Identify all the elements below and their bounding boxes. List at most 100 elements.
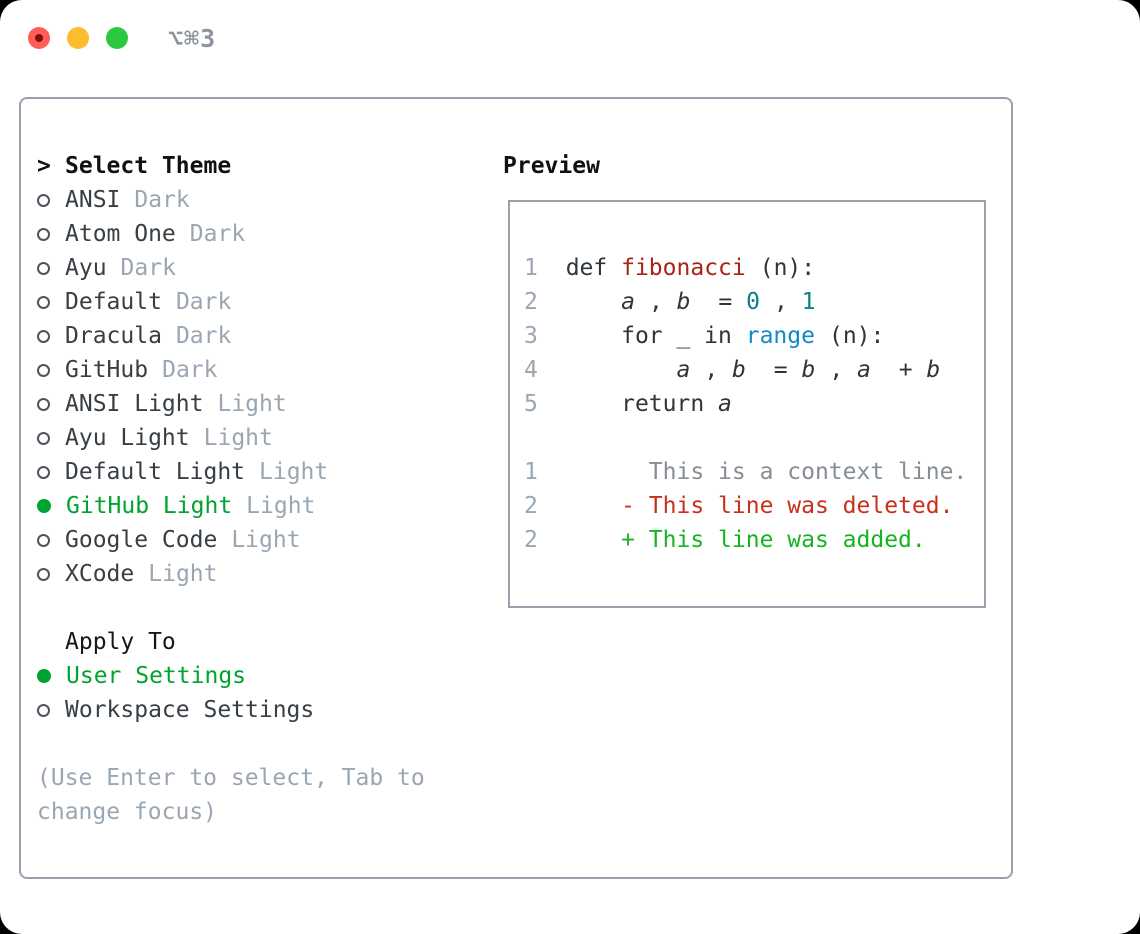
theme-option[interactable]: Default Dark: [37, 285, 328, 319]
theme-option[interactable]: Ayu Dark: [37, 251, 328, 285]
minimize-button[interactable]: [67, 27, 89, 49]
apply-to-header: Apply To: [65, 629, 176, 655]
theme-name: Google Code: [65, 527, 218, 553]
added-text: + This line was added.: [621, 527, 926, 553]
theme-option[interactable]: GitHub Light Light: [37, 489, 328, 523]
theme-name: Dracula: [65, 323, 162, 349]
cursor-icon: >: [37, 153, 51, 179]
code-text: +: [884, 357, 927, 383]
theme-name: Ayu: [65, 255, 107, 281]
code-text: ,: [773, 289, 802, 315]
line-number: 2: [524, 289, 538, 315]
theme-name: Default Light: [65, 459, 246, 485]
line-number: 4: [524, 357, 538, 383]
code-line: 1 This is a context line.: [524, 455, 984, 489]
theme-variant: Dark: [175, 323, 232, 349]
code-line: 2 + This line was added.: [524, 523, 984, 557]
radio-icon: [37, 703, 50, 717]
apply-option[interactable]: User Settings: [37, 659, 314, 693]
theme-name: Atom One: [65, 221, 176, 247]
code-text: ,: [704, 357, 733, 383]
theme-name: Default: [65, 289, 162, 315]
deleted-text: - This line was deleted.: [621, 493, 954, 519]
code-text: (n):: [828, 323, 885, 349]
variable: a: [857, 357, 871, 383]
radio-selected-icon: [37, 669, 51, 683]
number-literal: 0: [746, 289, 760, 315]
theme-name: XCode: [65, 561, 135, 587]
code-text: for _ in: [551, 323, 746, 349]
theme-name: ANSI Light: [65, 391, 204, 417]
radio-icon: [37, 261, 50, 275]
theme-option[interactable]: Dracula Dark: [37, 319, 328, 353]
function-name: fibonacci: [621, 255, 746, 281]
apply-target-name: Workspace Settings: [65, 697, 315, 723]
radio-icon: [37, 227, 50, 241]
code-text: def: [551, 255, 622, 281]
theme-option[interactable]: XCode Light: [37, 557, 328, 591]
radio-icon: [37, 465, 50, 479]
window-title: ⌥⌘3: [168, 24, 217, 53]
radio-icon: [37, 363, 50, 377]
theme-variant: Light: [246, 493, 316, 519]
radio-icon: [37, 533, 50, 547]
theme-option[interactable]: ANSI Light Light: [37, 387, 328, 421]
zoom-button[interactable]: [106, 27, 128, 49]
code-text: =: [704, 289, 747, 315]
code-line: 5 return a: [524, 387, 984, 421]
line-number: 2: [524, 527, 538, 553]
radio-icon: [37, 431, 50, 445]
code-text: (n):: [759, 255, 816, 281]
code-line: 2 a, b = 0, 1: [524, 285, 984, 319]
close-dot-icon: [35, 34, 43, 42]
code-text: ,: [829, 357, 858, 383]
select-theme-header: >Select Theme: [37, 149, 328, 183]
variable: b: [801, 357, 816, 383]
theme-variant: Light: [203, 425, 273, 451]
theme-variant: Light: [148, 561, 218, 587]
theme-variant: Dark: [120, 255, 176, 281]
apply-option[interactable]: Workspace Settings: [37, 693, 314, 727]
radio-selected-icon: [37, 499, 51, 513]
radio-icon: [37, 397, 50, 411]
context-text: This is a context line.: [648, 459, 968, 485]
code-line: 2 - This line was deleted.: [524, 489, 984, 523]
hint-line: (Use Enter to select, Tab to: [37, 765, 425, 791]
hint-text: (Use Enter to select, Tab to change focus…: [37, 761, 425, 829]
code-line: 3 for _ in range (n):: [524, 319, 984, 353]
line-number: 2: [524, 493, 538, 519]
code-line: 1 def fibonacci (n):: [524, 251, 984, 285]
builtin-call: range: [745, 323, 815, 349]
line-number: 1: [524, 255, 538, 281]
line-number: 3: [524, 323, 538, 349]
line-number: 5: [524, 391, 538, 417]
hint-line: change focus): [37, 799, 218, 825]
code-line: 4 a, b = b, a + b: [524, 353, 984, 387]
close-button[interactable]: [28, 27, 50, 49]
theme-name: ANSI: [65, 187, 121, 213]
code-text: ,: [648, 289, 677, 315]
radio-icon: [37, 295, 50, 309]
code-text: [538, 478, 621, 553]
apply-target-name: User Settings: [66, 663, 247, 689]
variable: b: [732, 357, 746, 383]
radio-icon: [37, 329, 50, 343]
number-literal: 1: [801, 289, 816, 315]
variable: a: [676, 357, 691, 383]
theme-variant: Dark: [175, 289, 232, 315]
theme-variant: Light: [217, 391, 287, 417]
theme-name: GitHub Light: [66, 493, 233, 519]
code-text: =: [759, 357, 802, 383]
